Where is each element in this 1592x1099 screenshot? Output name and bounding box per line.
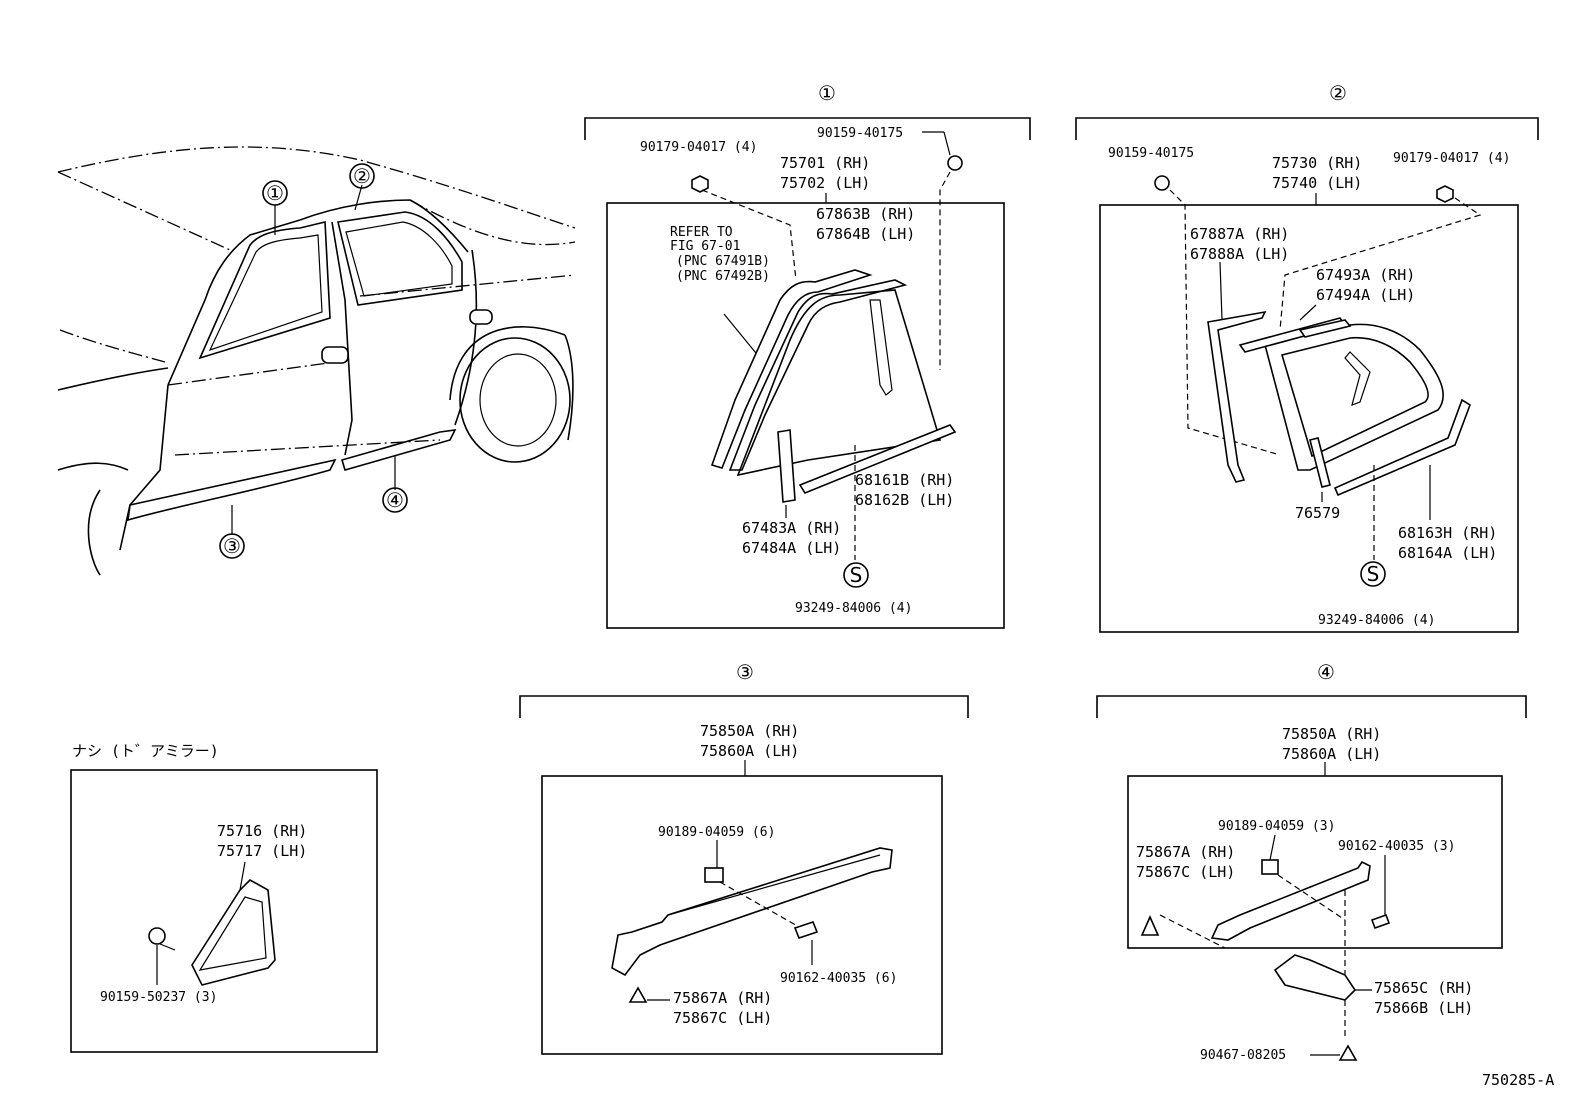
callout-1: ① — [266, 181, 284, 205]
section-3: ③ 75850A (RH) 75860A (LH) 90189-04059 (6… — [519, 660, 969, 1055]
callout-2: ② — [353, 164, 371, 188]
car-overview: ① ② ③ ④ — [57, 146, 576, 576]
s1-w3-lh: 67484A (LH) — [742, 539, 841, 557]
section-4-number: ④ — [1317, 660, 1335, 684]
s1-w2-lh: 68162B (LH) — [855, 491, 954, 509]
diagram-id: 750285-A — [1482, 1071, 1554, 1089]
s2-nut-label: 90179-04017 (4) — [1393, 151, 1510, 166]
section-1: ① 90179-04017 (4) 90159-40175 75701 (RH)… — [584, 81, 1031, 629]
s1-w1-lh: 67864B (LH) — [816, 225, 915, 243]
callout-4: ④ — [386, 488, 404, 512]
s3-main-rh: 75850A (RH) — [700, 722, 799, 740]
s3-pin-lh: 75867C (LH) — [673, 1009, 772, 1027]
s4-main-lh: 75860A (LH) — [1282, 745, 1381, 763]
s1-refer-4: (PNC 67492B) — [676, 269, 770, 284]
s2-bolt-label: 90159-40175 — [1108, 146, 1194, 161]
s1-w2-rh: 68161B (RH) — [855, 471, 954, 489]
s3-main-lh: 75860A (LH) — [700, 742, 799, 760]
callout-3: ③ — [223, 534, 241, 558]
s1-clip-label: 93249-84006 (4) — [795, 601, 912, 616]
mirror-heading: ナシ (ト゛アミラー) — [72, 742, 219, 760]
s1-main-lh: 75702 (LH) — [780, 174, 870, 192]
s1-refer-2: FIG 67-01 — [670, 239, 740, 254]
s4-fastener-label: 90467-08205 — [1200, 1048, 1286, 1063]
s1-main-rh: 75701 (RH) — [780, 154, 870, 172]
mirror-bolt-label: 90159-50237 (3) — [100, 990, 217, 1005]
s3-screw-label: 90162-40035 (6) — [780, 971, 897, 986]
mirror-cover-lh: 75717 (LH) — [217, 842, 307, 860]
s4-screw-label: 90162-40035 (3) — [1338, 839, 1455, 854]
s1-w1-rh: 67863B (RH) — [816, 205, 915, 223]
s4-main-rh: 75850A (RH) — [1282, 725, 1381, 743]
s1-bolt-label: 90159-40175 — [817, 126, 903, 141]
s2-w3-rh: 68163H (RH) — [1398, 524, 1497, 542]
s2-w2-rh: 67493A (RH) — [1316, 266, 1415, 284]
section-2: ② 90159-40175 90179-04017 (4) 75730 (RH)… — [1075, 81, 1539, 633]
section-4: ④ 75850A (RH) 75860A (LH) 90189-04059 (3… — [1096, 660, 1527, 1063]
s4-pin-lh: 75867C (LH) — [1136, 863, 1235, 881]
s2-clip-label: 93249-84006 (4) — [1318, 613, 1435, 628]
s2-main-lh: 75740 (LH) — [1272, 174, 1362, 192]
s4-bracket-rh: 75865C (RH) — [1374, 979, 1473, 997]
s1-s-symbol: S — [850, 563, 863, 587]
mirror-cover-rh: 75716 (RH) — [217, 822, 307, 840]
section-2-number: ② — [1329, 81, 1347, 105]
s1-nut-label: 90179-04017 (4) — [640, 140, 757, 155]
s1-w3-rh: 67483A (RH) — [742, 519, 841, 537]
s2-w1-rh: 67887A (RH) — [1190, 225, 1289, 243]
section-3-number: ③ — [736, 660, 754, 684]
s4-bracket-lh: 75866B (LH) — [1374, 999, 1473, 1017]
s2-s-symbol: S — [1367, 562, 1380, 586]
mirror-section: ナシ (ト゛アミラー) 75716 (RH) 75717 (LH) 90159-… — [70, 742, 378, 1053]
s4-clip-label: 90189-04059 (3) — [1218, 819, 1335, 834]
s4-pin-rh: 75867A (RH) — [1136, 843, 1235, 861]
s1-refer-3: (PNC 67491B) — [676, 254, 770, 269]
s3-pin-rh: 75867A (RH) — [673, 989, 772, 1007]
s1-refer-1: REFER TO — [670, 225, 733, 240]
s2-part-76579: 76579 — [1295, 504, 1340, 522]
s2-main-rh: 75730 (RH) — [1272, 154, 1362, 172]
s3-clip-label: 90189-04059 (6) — [658, 825, 775, 840]
s2-w3-lh: 68164A (LH) — [1398, 544, 1497, 562]
s2-w1-lh: 67888A (LH) — [1190, 245, 1289, 263]
section-1-number: ① — [818, 81, 836, 105]
s2-w2-lh: 67494A (LH) — [1316, 286, 1415, 304]
